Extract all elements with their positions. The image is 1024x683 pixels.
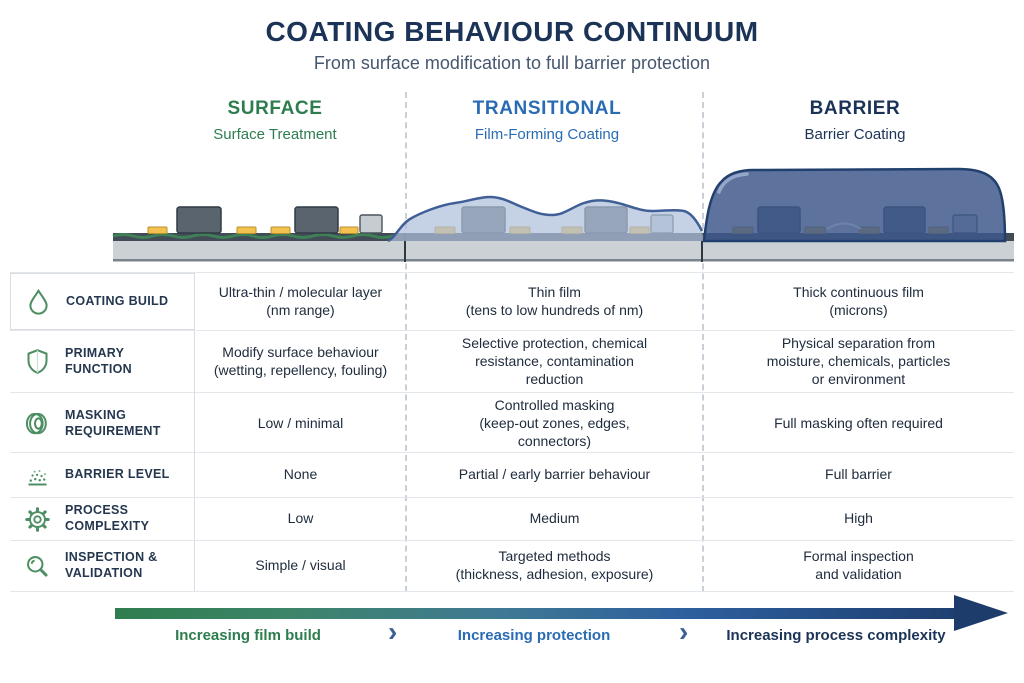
board-bottom-edge [113, 259, 1014, 262]
column-divider-dashed [702, 92, 704, 592]
pcb-cross-section-illustration [112, 167, 1014, 262]
column-subtitle: Barrier Coating [804, 126, 906, 143]
cell-transitional: Medium [529, 510, 580, 527]
cell-surface: Simple / visual [255, 557, 346, 574]
cell-barrier: Full barrier [825, 466, 892, 483]
row-label: BARRIER LEVEL [65, 467, 170, 482]
cell-surface: None [283, 466, 318, 483]
cell-barrier: Formal inspection and validation [803, 548, 914, 582]
row-label: COATING BUILD [66, 293, 169, 308]
surface-treatment-trace [112, 233, 394, 239]
shield-icon [22, 348, 52, 375]
column-subtitle: Surface Treatment [213, 126, 337, 143]
board-body [113, 241, 1014, 260]
cell-surface: Low / minimal [257, 414, 344, 431]
barrier-coating [702, 167, 1007, 243]
arrow-head [954, 595, 1008, 631]
cell-transitional: Partial / early barrier behaviour [458, 466, 651, 483]
cell-barrier: High [844, 510, 873, 527]
row-label-cell: MASKING REQUIREMENT [10, 393, 195, 455]
table-row: PRIMARY FUNCTION Modify surface behaviou… [10, 330, 1014, 393]
row-label-cell: PRIMARY FUNCTION [10, 331, 195, 393]
bond-wire [826, 222, 862, 230]
column-name: BARRIER [809, 98, 901, 119]
table-row: COATING BUILD Ultra-thin / molecular lay… [10, 272, 1014, 330]
cell-surface: Modify surface behaviour (wetting, repel… [213, 343, 388, 378]
footer-label-process-complexity: Increasing process complexity [726, 627, 946, 644]
chevron-right-icon: › [679, 616, 689, 647]
cell-barrier: Thick continuous film (microns) [793, 283, 924, 318]
row-label: INSPECTION & VALIDATION [65, 550, 158, 580]
cell-barrier: Full masking often required [774, 414, 943, 431]
footer-label-protection: Increasing protection [457, 627, 611, 644]
table-row: INSPECTION & VALIDATION Simple / visual … [10, 540, 1014, 592]
conformal-film-edge [387, 195, 704, 243]
magnifier-icon [22, 553, 52, 580]
cell-transitional: Selective protection, chemical resistanc… [461, 335, 648, 387]
cell-surface: Ultra-thin / molecular layer (nm range) [218, 283, 383, 318]
row-label-cell: PROCESS COMPLEXITY [10, 498, 195, 540]
gear-icon [22, 506, 52, 533]
column-divider-dashed [405, 92, 407, 592]
cell-transitional: Targeted methods (thickness, adhesion, e… [455, 548, 654, 582]
row-label-cell: INSPECTION & VALIDATION [10, 541, 195, 591]
cell-barrier: Physical separation from moisture, chemi… [766, 335, 951, 387]
cell-transitional: Thin film (tens to low hundreds of nm) [465, 283, 644, 318]
page-subtitle: From surface modification to full barrie… [313, 53, 711, 73]
cell-transitional: Controlled masking (keep-out zones, edge… [479, 397, 630, 449]
barrier-coating-highlight [717, 172, 749, 194]
table-row: PROCESS COMPLEXITY Low Medium High [10, 497, 1014, 540]
masking-tape-icon [22, 410, 52, 437]
table-row: MASKING REQUIREMENT Low / minimal Contro… [10, 392, 1014, 455]
chevron-right-icon: › [388, 616, 398, 647]
row-label-cell: COATING BUILD [10, 273, 195, 330]
column-header-surface: SURFACE Surface Treatment [133, 98, 417, 143]
droplet-icon [23, 288, 53, 315]
comparison-table: COATING BUILD Ultra-thin / molecular lay… [10, 272, 1014, 592]
column-name: TRANSITIONAL [472, 98, 622, 119]
column-header-transitional: TRANSITIONAL Film-Forming Coating [405, 98, 689, 143]
row-label: MASKING REQUIREMENT [65, 408, 161, 438]
continuum-gradient-arrow-bar [115, 608, 957, 619]
page-title: COATING BEHAVIOUR CONTINUUM [265, 16, 759, 47]
row-label: PROCESS COMPLEXITY [65, 503, 150, 533]
footer-label-film-build: Increasing film build [175, 627, 321, 644]
row-label: PRIMARY FUNCTION [65, 346, 132, 376]
column-header-barrier: BARRIER Barrier Coating [713, 98, 997, 143]
cell-surface: Low [287, 510, 314, 527]
column-subtitle: Film-Forming Coating [474, 126, 620, 143]
column-name: SURFACE [227, 98, 323, 119]
conformal-film [388, 197, 704, 241]
particles-icon [22, 462, 52, 489]
table-row: BARRIER LEVEL None Partial / early barri… [10, 452, 1014, 497]
row-label-cell: BARRIER LEVEL [10, 453, 195, 497]
